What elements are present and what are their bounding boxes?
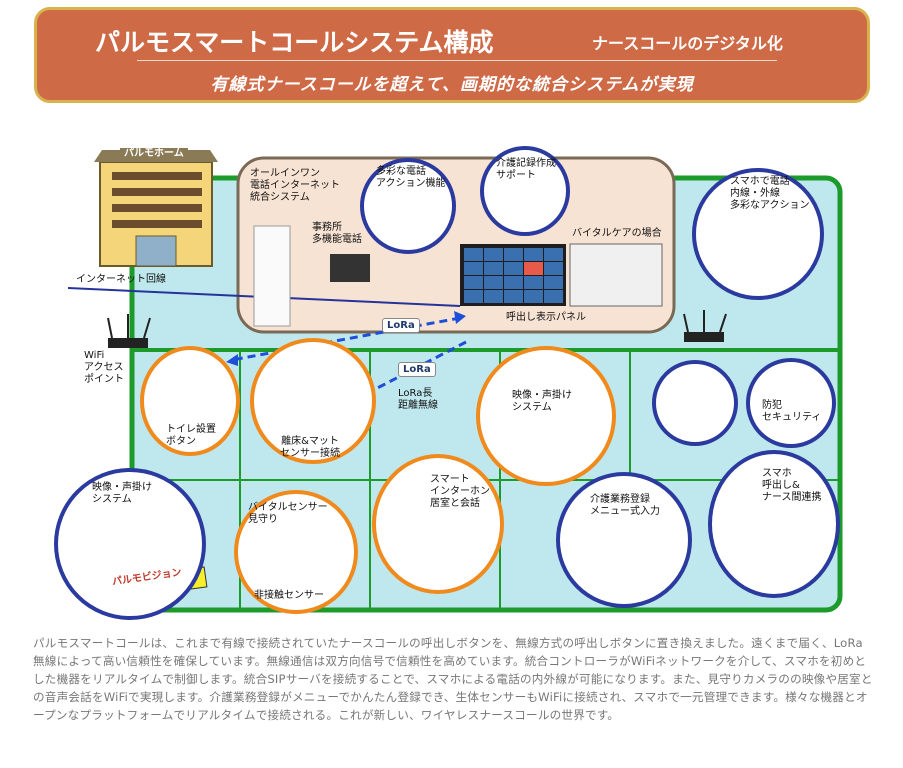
panel-cell bbox=[524, 276, 543, 289]
smartphone-call-label: スマホ呼出し&ナース間連携 bbox=[762, 468, 822, 503]
wifi-router-icon bbox=[683, 310, 727, 342]
panel-cell bbox=[464, 248, 483, 261]
panel-cell bbox=[524, 248, 543, 261]
panel-cell bbox=[464, 262, 483, 275]
panel-cell bbox=[484, 248, 503, 261]
non-contact-label: 非接触センサー bbox=[254, 590, 324, 601]
care-record-label: 介護記録作成サポート bbox=[496, 158, 556, 181]
toilet-label: トイレ設置ボタン bbox=[166, 424, 216, 447]
panel-cell bbox=[544, 248, 563, 261]
internet-label: インターネット回線 bbox=[76, 274, 166, 285]
video-voice-right-circle bbox=[476, 346, 616, 486]
panel-cell bbox=[484, 290, 503, 303]
office-phone-label: 事務所多機能電話 bbox=[312, 222, 362, 245]
vital-care-label: バイタルケアの場合 bbox=[572, 228, 662, 239]
arrow-head bbox=[226, 354, 238, 366]
lora-long-label: LoRa長距離無線 bbox=[398, 388, 438, 411]
smartphone-phone-circle bbox=[692, 168, 824, 300]
allinone-device bbox=[253, 225, 291, 327]
vital-sensor-circle bbox=[234, 490, 358, 614]
panel-cell bbox=[504, 290, 523, 303]
security-label: 防犯セキュリティ bbox=[762, 400, 822, 423]
building-icon bbox=[94, 150, 218, 267]
lora-badge: LoRa bbox=[398, 362, 436, 377]
lora-badge: LoRa bbox=[382, 318, 420, 333]
banner-divider bbox=[137, 60, 777, 61]
page-subtitle: ナースコールのデジタル化 bbox=[592, 34, 783, 53]
video-voice-right-label: 映像・声掛けシステム bbox=[512, 390, 572, 413]
office-phone-icon bbox=[330, 254, 370, 282]
panel-cell bbox=[544, 276, 563, 289]
page-title: パルモスマートコールシステム構成 bbox=[95, 28, 494, 57]
smartphone-call-circle bbox=[708, 450, 840, 598]
vital-sensor-label: バイタルセンサー見守り bbox=[248, 502, 328, 525]
banner-tagline: 有線式ナースコールを超えて、画期的な統合システムが実現 bbox=[210, 75, 694, 95]
smartphone-phone-label: スマホで電話内線・外線多彩なアクション bbox=[730, 176, 810, 211]
toilet-button-circle bbox=[140, 346, 240, 456]
wifi-router-icon bbox=[107, 314, 151, 348]
panel-cell bbox=[464, 290, 483, 303]
security-camera-circle bbox=[746, 358, 836, 448]
bed-mat-circle bbox=[250, 338, 376, 464]
intercom-circle bbox=[372, 454, 504, 594]
panel-cell bbox=[484, 262, 503, 275]
phone-action-label: 多彩な電話アクション機能 bbox=[376, 166, 446, 189]
phone-action-circle bbox=[360, 158, 456, 254]
elderly-person-circle bbox=[652, 360, 738, 446]
panel-cell bbox=[544, 262, 563, 275]
panel-cell bbox=[524, 262, 543, 275]
panel-cell bbox=[504, 262, 523, 275]
panel-cell bbox=[484, 276, 503, 289]
panel-cell bbox=[524, 290, 543, 303]
care-record-circle bbox=[480, 146, 570, 236]
care-menu-circle bbox=[556, 472, 692, 608]
description-text: パルモスマートコールは、これまで有線で接続されていたナースコールの呼出しボタンを… bbox=[33, 636, 873, 722]
panel-cell bbox=[504, 248, 523, 261]
vital-panel bbox=[569, 243, 663, 307]
intercom-label: スマートインターホン居室と会話 bbox=[430, 474, 490, 509]
video-voice-left-circle bbox=[54, 468, 206, 620]
panel-cell bbox=[504, 276, 523, 289]
video-voice-left-label: 映像・声掛けシステム bbox=[92, 482, 152, 505]
bed-mat-label: 離床&マットセンサー接続 bbox=[280, 436, 340, 459]
header-banner: パルモスマートコールシステム構成 ナースコールのデジタル化 有線式ナースコールを… bbox=[34, 7, 870, 103]
building-label: パルモホーム bbox=[120, 148, 188, 160]
allinone-label: オールインワン電話インターネット統合システム bbox=[250, 168, 340, 203]
arrow-head bbox=[454, 311, 466, 324]
care-menu-label: 介護業務登録メニュー式入力 bbox=[590, 494, 660, 517]
panel-cell bbox=[464, 276, 483, 289]
call-panel-label: 呼出し表示パネル bbox=[506, 312, 586, 323]
panel-cell bbox=[544, 290, 563, 303]
